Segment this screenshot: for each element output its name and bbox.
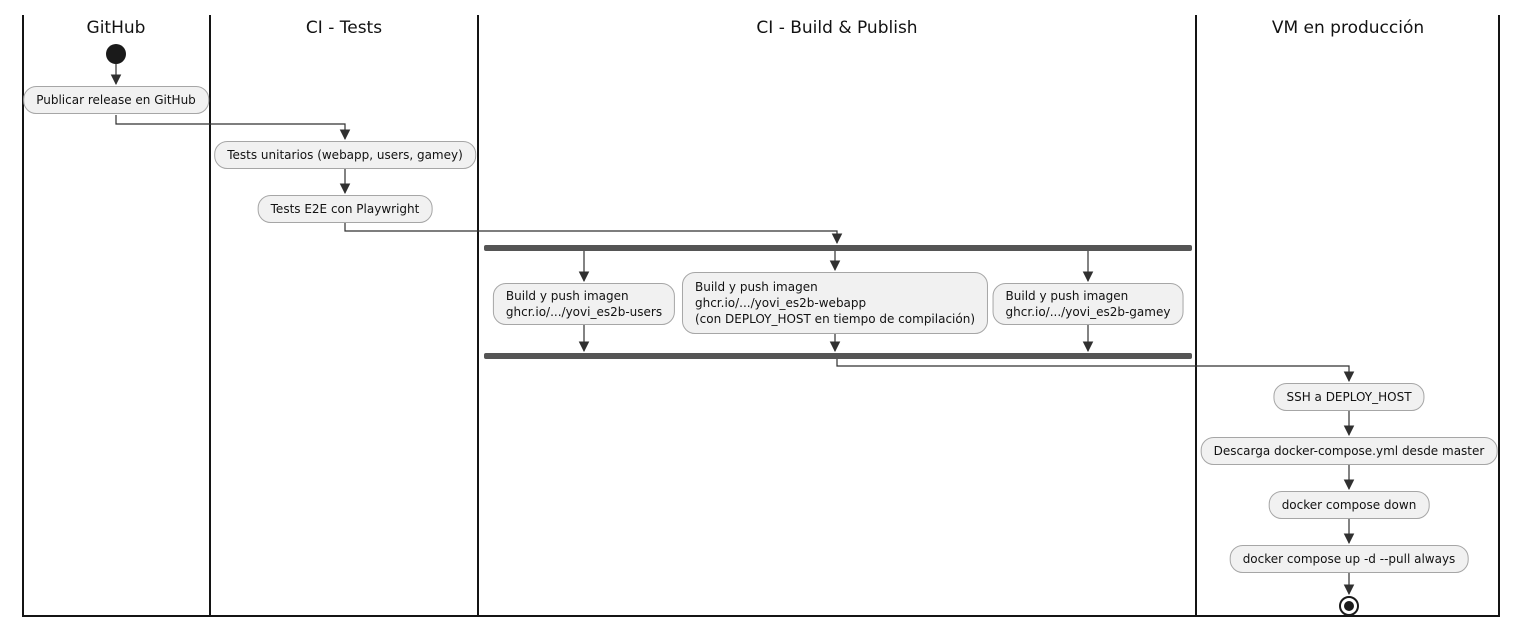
join-bar [484, 353, 1192, 359]
start-node [106, 44, 126, 64]
lane-border [22, 15, 24, 617]
lane-title-ci-build-publish: CI - Build & Publish [756, 18, 918, 38]
activity-download-compose: Descarga docker-compose.yml desde master [1200, 437, 1498, 465]
activity-publish-release: Publicar release en GitHub [23, 86, 209, 114]
activity-label: ghcr.io/.../yovi_es2b-gamey [1005, 305, 1171, 319]
activity-compose-up: docker compose up -d --pull always [1229, 545, 1469, 573]
diagram-bottom-border [22, 615, 1500, 617]
activity-label: Build y push imagen [694, 280, 818, 294]
lane-title-ci-tests: CI - Tests [305, 18, 383, 38]
lane-border [477, 15, 479, 617]
activity-label: Publicar release en GitHub [36, 93, 196, 107]
fork-bar [484, 245, 1192, 251]
activity-label: SSH a DEPLOY_HOST [1286, 390, 1412, 404]
lane-title-vm-produccion: VM en producción [1271, 18, 1425, 38]
lane-border [1498, 15, 1500, 617]
activity-tests-e2e: Tests E2E con Playwright [257, 195, 433, 223]
activity-label: Descarga docker-compose.yml desde master [1213, 444, 1485, 458]
activity-label: docker compose down [1281, 498, 1417, 512]
activity-build-webapp: Build y push imagen ghcr.io/.../yovi_es2… [681, 272, 989, 334]
lane-border [1195, 15, 1197, 617]
lane-border [209, 15, 211, 617]
activity-label: Tests E2E con Playwright [270, 202, 420, 216]
activity-label: ghcr.io/.../yovi_es2b-webapp [694, 296, 867, 310]
activity-label: Tests unitarios (webapp, users, gamey) [227, 148, 463, 162]
end-node [1339, 596, 1359, 616]
lane-title-github: GitHub [86, 18, 146, 38]
activity-build-users: Build y push imagen ghcr.io/.../yovi_es2… [492, 283, 676, 325]
activity-label: ghcr.io/.../yovi_es2b-users [505, 305, 663, 319]
activity-label: Build y push imagen [1005, 289, 1129, 303]
activity-tests-unitarios: Tests unitarios (webapp, users, gamey) [214, 141, 476, 169]
activity-label: (con DEPLOY_HOST en tiempo de compilació… [694, 312, 976, 326]
activity-label: docker compose up -d --pull always [1242, 552, 1456, 566]
activity-label: Build y push imagen [505, 289, 629, 303]
activity-ssh-deploy-host: SSH a DEPLOY_HOST [1273, 383, 1425, 411]
activity-compose-down: docker compose down [1268, 491, 1430, 519]
activity-build-gamey: Build y push imagen ghcr.io/.../yovi_es2… [992, 283, 1184, 325]
end-node-dot [1344, 601, 1354, 611]
